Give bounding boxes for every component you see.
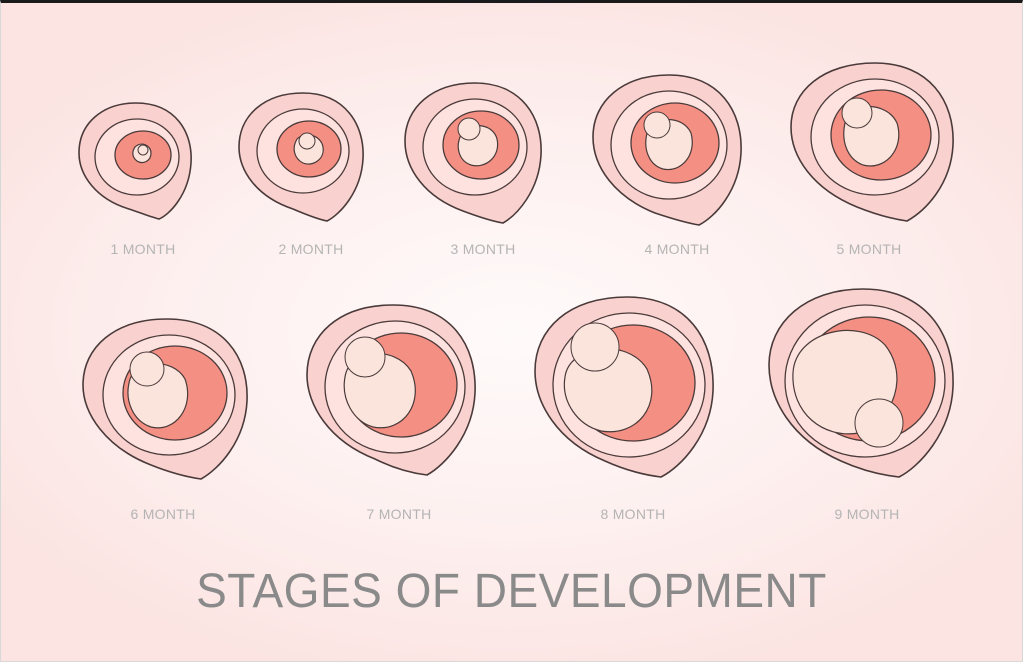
stage-1-label: 1 MONTH [110,241,175,257]
stage-5-label: 5 MONTH [836,241,901,257]
stage-3-illustration [399,77,551,229]
stage-4-label: 4 MONTH [644,241,709,257]
stage-5-illustration [785,57,963,229]
stage-4-illustration [587,69,751,233]
stage-9-label: 9 MONTH [834,506,899,522]
diagram-title: STAGES OF DEVELOPMENT [1,562,1022,619]
stage-8-illustration [529,291,725,487]
stage-9-illustration [763,283,963,487]
stage-7-illustration [301,299,485,485]
stage-1-illustration [71,95,201,225]
stage-6-illustration [77,313,257,485]
stage-6-label: 6 MONTH [130,506,195,522]
stage-7-label: 7 MONTH [366,506,431,522]
stage-3-label: 3 MONTH [450,241,515,257]
stage-2-label: 2 MONTH [278,241,343,257]
stage-8-label: 8 MONTH [600,506,665,522]
stage-2-illustration [233,87,373,227]
